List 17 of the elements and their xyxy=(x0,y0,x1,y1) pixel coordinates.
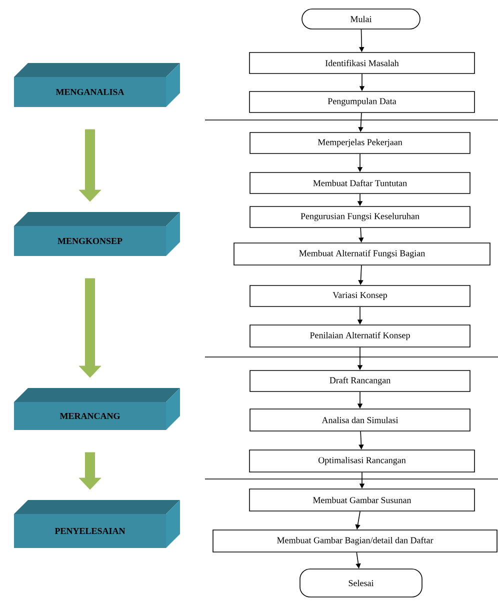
process-box: Pengurusian Fungsi Keseluruhan xyxy=(250,206,470,228)
phase-block: PENYELESAIAN xyxy=(14,500,180,548)
process-box: Penilaian Alternatif Konsep xyxy=(250,324,470,348)
process-box: Membuat Alternatif Fungsi Bagian xyxy=(234,242,490,266)
process-box: Variasi Konsep xyxy=(250,285,470,307)
process-box: Optimalisasi Rancangan xyxy=(249,450,475,472)
process-box: Membuat Gambar Susunan xyxy=(249,488,475,512)
process-box: Draft Rancangan xyxy=(250,370,470,392)
process-box: Membuat Daftar Tuntutan xyxy=(250,172,470,194)
phase-block: MERANCANG xyxy=(14,388,180,430)
process-box: Membuat Gambar Bagian/detail dan Daftar xyxy=(212,530,498,552)
process-box: Pengumpulan Data xyxy=(249,91,475,113)
process-box: Analisa dan Simulasi xyxy=(250,408,470,432)
process-box: Identifikasi Masalah xyxy=(249,52,475,74)
phase-block: MENGKONSEP xyxy=(14,212,180,256)
process-box: Memperjelas Pekerjaan xyxy=(250,132,470,154)
phase-block: MENGANALISA xyxy=(14,63,180,107)
